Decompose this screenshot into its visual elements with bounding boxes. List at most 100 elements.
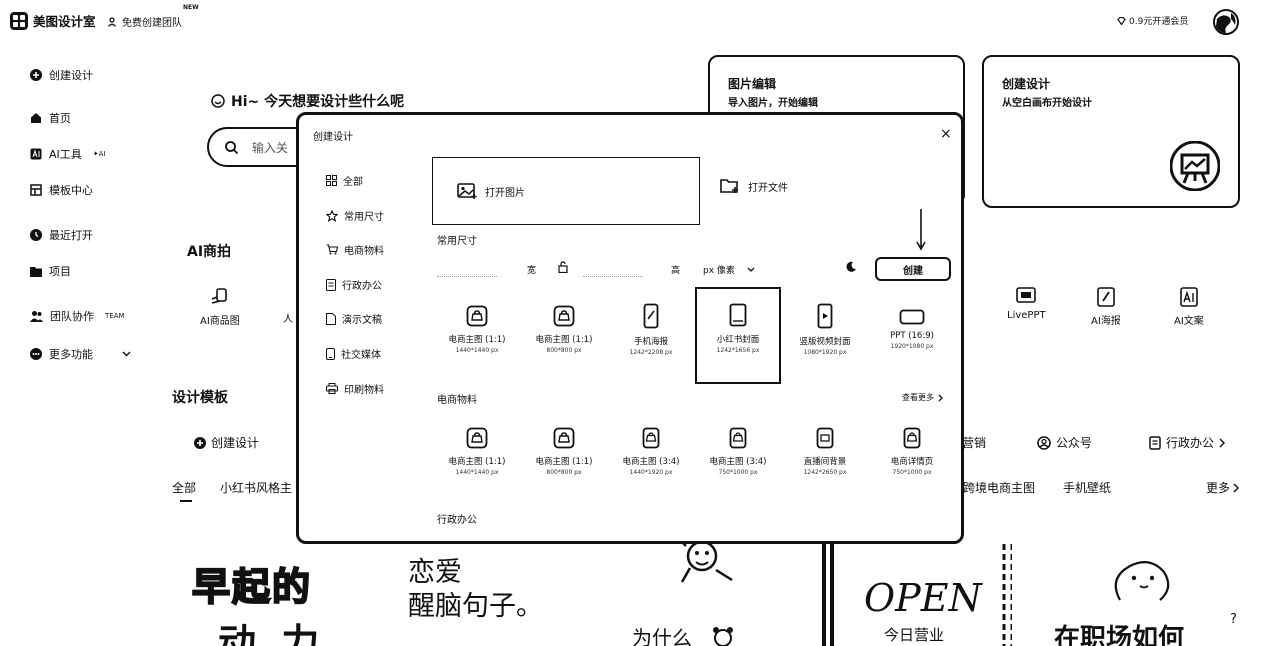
tag-more[interactable]: 更多 <box>1206 479 1240 496</box>
vip-button[interactable]: 0.9元开通会员 <box>1117 14 1188 27</box>
modal-menu-all[interactable]: 全部 <box>326 173 363 188</box>
category-official-account[interactable]: 公众号 <box>1037 434 1092 451</box>
tag-all[interactable]: 全部 <box>172 481 197 495</box>
promo-create-design[interactable]: 创建设计 从空白画布开始设计 <box>982 55 1240 208</box>
tag-wallpaper[interactable]: 手机壁纸 <box>1063 481 1112 495</box>
search-icon <box>225 140 238 154</box>
template-create-button[interactable]: 创建设计 <box>194 434 259 451</box>
bag-icon <box>466 305 488 327</box>
open-image-label: 打开图片 <box>485 187 525 199</box>
tag-more-label: 更多 <box>1206 481 1231 495</box>
sidebar-item-templates[interactable]: 模板中心 <box>30 182 93 198</box>
unit-select[interactable]: px 像素 <box>703 263 755 276</box>
moon-icon[interactable] <box>845 261 857 273</box>
tool-liveppt[interactable]: LivePPT <box>1007 287 1046 321</box>
sidebar-item-home[interactable]: 首页 <box>30 110 71 126</box>
size-card[interactable]: 电商主图 (1:1) 1440*1440 px <box>434 427 520 476</box>
see-more-link[interactable]: 查看更多 <box>902 392 943 403</box>
open-image-button[interactable]: 打开图片 <box>432 157 700 225</box>
modal-menu-social[interactable]: 社交媒体 <box>326 346 381 361</box>
avatar[interactable] <box>1213 9 1239 35</box>
help-button[interactable]: ? <box>1230 612 1237 627</box>
sidebar-create-design[interactable]: 创建设计 <box>30 67 93 83</box>
thumb-text-power: 动 力 <box>218 620 326 646</box>
size-card-selected[interactable]: 小红书封面 1242*1656 px <box>695 287 781 384</box>
size-card[interactable]: 电商主图 (3:4) 1440*1920 px <box>608 427 694 476</box>
print-icon <box>326 383 338 394</box>
size-card[interactable]: 电商主图 (1:1) 1440*1440 px <box>434 305 520 354</box>
doodle-mouse-icon <box>712 626 734 646</box>
size-card[interactable]: 直播间背景 1242*2650 px <box>782 427 868 476</box>
tool-partial[interactable]: 人 <box>283 310 293 325</box>
modal-menu-print[interactable]: 印刷物料 <box>326 381 384 396</box>
size-card[interactable]: 电商主图 (3:4) 750*1000 px <box>695 427 781 476</box>
promo-title: 创建设计 <box>1002 77 1051 91</box>
star-icon <box>326 209 338 222</box>
slides-icon <box>1016 287 1037 305</box>
app-logo[interactable]: 美图设计室 <box>10 11 96 30</box>
ai-icon <box>30 148 42 160</box>
modal-menu-common[interactable]: 常用尺寸 <box>326 208 384 223</box>
modal-menu-label: 社交媒体 <box>341 350 381 361</box>
tool-ai-product[interactable]: AI商品图 <box>200 287 240 327</box>
close-icon[interactable]: × <box>940 126 952 142</box>
modal-menu-slides[interactable]: 演示文稿 <box>326 311 382 326</box>
size-card[interactable]: 电商主图 (1:1) 800*800 px <box>521 427 607 476</box>
sidebar-item-ai-tools[interactable]: AI工具 ✦AI <box>30 146 106 162</box>
size-dims: 1440*1440 px <box>455 347 499 354</box>
modal-menu-ecommerce[interactable]: 电商物料 <box>326 242 384 257</box>
folder-icon <box>30 266 42 277</box>
size-card[interactable]: 竖版视频封面 1080*1920 px <box>782 303 868 356</box>
sidebar-item-more[interactable]: 更多功能 <box>30 346 131 362</box>
size-card[interactable]: 电商主图 (1:1) 800*800 px <box>521 305 607 354</box>
template-icon <box>30 184 42 196</box>
sidebar-item-label: AI工具 <box>49 148 82 161</box>
size-name: 电商详情页 <box>890 457 934 467</box>
tool-ai-copy[interactable]: AI文案 <box>1174 287 1204 327</box>
ppt-icon <box>899 309 925 325</box>
size-dims: 1920*1080 px <box>890 343 934 350</box>
logo-icon <box>10 11 28 30</box>
bag-icon <box>642 427 660 449</box>
phone-poster-icon <box>643 303 659 329</box>
ai-badge: ✦AI <box>92 150 106 158</box>
width-field[interactable] <box>437 263 497 277</box>
size-dims: 1440*1440 px <box>455 469 499 476</box>
bag-icon <box>729 427 747 449</box>
sidebar-item-label: 项目 <box>49 265 71 278</box>
team-icon <box>108 16 118 27</box>
lock-icon[interactable] <box>558 261 568 273</box>
chevron-down-icon <box>747 267 755 272</box>
create-team-link[interactable]: 免费创建团队 NEW <box>108 4 199 29</box>
height-field[interactable] <box>583 263 643 277</box>
sidebar-item-label: 首页 <box>49 112 71 125</box>
sidebar-item-recent[interactable]: 最近打开 <box>30 227 93 243</box>
category-admin[interactable]: 行政办公 <box>1149 434 1226 451</box>
create-team-label: 免费创建团队 <box>122 18 182 29</box>
tool-label: AI海报 <box>1091 316 1121 327</box>
tag-crossborder[interactable]: 跨境电商主图 <box>963 481 1036 495</box>
open-file-button[interactable]: 打开文件 <box>720 178 788 194</box>
tag-xiaohongshu[interactable]: 小红书风格主 <box>220 481 293 495</box>
size-dims: 800*800 px <box>546 469 582 476</box>
bag-icon <box>553 427 575 449</box>
team-icon <box>30 310 43 322</box>
doodle-figure-icon <box>676 536 740 592</box>
size-card[interactable]: 手机海报 1242*2208 px <box>608 303 694 356</box>
promo-subtitle: 从空白画布开始设计 <box>1002 98 1092 109</box>
modal-menu-admin[interactable]: 行政办公 <box>326 277 382 292</box>
tool-ai-poster[interactable]: AI海报 <box>1091 287 1121 327</box>
create-button[interactable]: 创建 <box>875 257 951 281</box>
height-label: 高 <box>671 266 681 276</box>
sidebar-item-team[interactable]: 团队协作 TEAM <box>30 308 125 324</box>
tool-label: AI文案 <box>1174 316 1204 327</box>
folder-plus-icon <box>720 178 740 194</box>
size-card[interactable]: PPT (16:9) 1920*1080 px <box>869 309 955 350</box>
common-sizes-title: 常用尺寸 <box>437 236 477 247</box>
size-card[interactable]: 电商详情页 750*1000 px <box>869 427 955 476</box>
chevron-right-icon <box>1219 437 1226 448</box>
see-more-label: 查看更多 <box>902 393 934 402</box>
category-marketing[interactable]: 营销 <box>962 434 986 451</box>
ai-section-title: AI商拍 <box>187 244 232 260</box>
sidebar-item-projects[interactable]: 项目 <box>30 263 71 279</box>
